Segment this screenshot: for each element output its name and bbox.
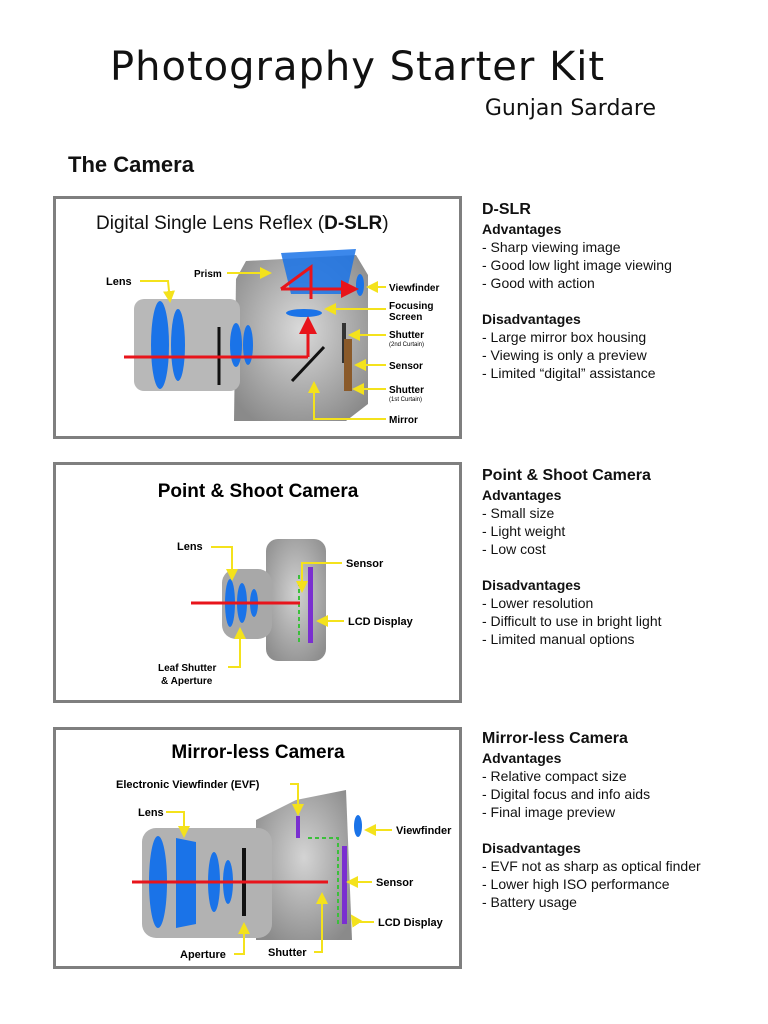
ml-aperture-arrow [234,922,250,955]
focusing-label-line-2: Screen [389,312,422,323]
ml-evf-arrow [290,783,304,816]
ml-disadvantages-heading: Disadvantages [482,840,581,856]
dslr-disadvantage-item: - Viewing is only a preview [482,347,647,363]
ml-eyepiece-lens [354,815,362,837]
dslr-description: D-SLR Advantages - Sharp viewing image -… [482,200,752,382]
mirrorless-body [256,790,352,940]
prism-shape [281,249,356,294]
sensor-shape [344,339,352,391]
dslr-disadvantages-heading: Disadvantages [482,311,581,327]
eyepiece-lens [356,274,364,296]
lens-arrow [140,280,175,303]
lens-element-3 [230,323,242,367]
dslr-diagram-panel: Digital Single Lens Reflex (D-SLR) Lens … [53,196,462,439]
point-shoot-diagram: Point & Shoot Camera Lens Sensor LCD Dis… [158,481,414,687]
ml-disadvantage-item: - EVF not as sharp as optical finder [482,858,701,874]
ps-sensor-label: Sensor [346,558,384,570]
ps-disadvantage-item: - Difficult to use in bright light [482,613,662,629]
ml-lcd-display [342,846,347,924]
ml-advantage-item: - Final image preview [482,804,616,820]
ps-leaf-label-1: Leaf Shutter [158,663,216,674]
ps-advantage-item: - Low cost [482,541,546,557]
author-name: Gunjan Sardare [484,96,656,121]
ps-advantage-item: - Light weight [482,523,566,539]
mirror-arrow [308,381,386,420]
dslr-name: D-SLR [482,201,531,218]
ps-lens-arrow [211,546,238,581]
dslr-advantage-item: - Good with action [482,275,595,291]
mirrorless-diagram-title: Mirror-less Camera [171,742,345,763]
shutter-2nd-label: Shutter [389,330,424,341]
ps-lcd-display [308,567,313,643]
shutter-1st-note: (1st Curtain) [389,397,422,403]
dslr-diagram-title: Digital Single Lens Reflex (D-SLR) [96,213,389,234]
dslr-advantages-heading: Advantages [482,221,562,237]
point-shoot-body [266,539,326,661]
point-shoot-diagram-title: Point & Shoot Camera [158,481,359,502]
dslr-lens-barrel [134,299,240,391]
ps-disadvantages-heading: Disadvantages [482,577,581,593]
mirrorless-description: Mirror-less Camera Advantages - Relative… [482,729,752,911]
point-shoot-diagram-panel: Point & Shoot Camera Lens Sensor LCD Dis… [53,462,462,703]
dslr-disadvantage-item: - Limited “digital” assistance [482,365,656,381]
ml-advantages-heading: Advantages [482,750,562,766]
mirror-line [290,345,326,383]
ps-lcd-label: LCD Display [348,616,414,628]
ps-leaf-label-2: & Aperture [161,676,213,687]
ps-disadvantage-item: - Lower resolution [482,595,594,611]
ml-evf-screen [296,816,300,838]
dslr-diagram: Digital Single Lens Reflex (D-SLR) Lens … [96,213,439,426]
lens-element-4 [243,325,253,365]
ml-shutter-label: Shutter [268,947,307,959]
prism-label: Prism [194,269,222,280]
dslr-advantage-item: - Sharp viewing image [482,239,621,255]
ps-lens-label: Lens [177,541,203,553]
focusing-label-line-1: Focusing [389,301,433,312]
ml-shutter-arrow [314,892,328,953]
page-title: Photography Starter Kit [110,44,606,90]
sensor-label: Sensor [389,361,423,372]
point-shoot-name: Point & Shoot Camera [482,467,651,484]
ml-lens-arrow [166,811,190,838]
lens-element-2 [171,309,185,381]
ml-disadvantage-item: - Lower high ISO performance [482,876,670,892]
ml-lens-label: Lens [138,807,164,819]
ps-advantage-item: - Small size [482,505,555,521]
point-shoot-description: Point & Shoot Camera Advantages - Small … [482,466,752,648]
front-lens-element [151,301,169,389]
viewfinder-label: Viewfinder [389,283,439,294]
ml-aperture-label: Aperture [180,949,226,961]
ps-advantages-heading: Advantages [482,487,562,503]
ml-sensor-dots [308,837,339,926]
mirrorless-name: Mirror-less Camera [482,730,628,747]
ml-lcd-arrow [350,914,374,928]
ml-viewfinder-label: Viewfinder [396,825,452,837]
mirror-label: Mirror [389,415,418,426]
ps-leaf-arrow [228,627,246,668]
dslr-advantage-item: - Good low light image viewing [482,257,672,273]
ps-sensor-arrow [296,562,342,593]
ml-sensor-label: Sensor [376,877,414,889]
ml-disadvantage-item: - Battery usage [482,894,577,910]
ml-advantage-item: - Digital focus and info aids [482,786,651,802]
dslr-body [234,255,368,421]
focusing-screen-shape [286,309,322,317]
ml-lcd-label: LCD Display [378,917,444,929]
mirrorless-diagram-panel: Mirror-less Camera Electronic Viewfinder… [53,727,462,969]
shutter-2nd-note: (2nd Curtain) [389,342,424,348]
shutter-1st-label: Shutter [389,385,424,396]
ml-evf-label: Electronic Viewfinder (EVF) [116,779,260,791]
ml-advantage-item: - Relative compact size [482,768,627,784]
section-heading: The Camera [68,152,194,177]
mirrorless-diagram: Mirror-less Camera Electronic Viewfinder… [116,742,452,961]
lens-label: Lens [106,276,132,288]
dslr-disadvantage-item: - Large mirror box housing [482,329,647,345]
ps-disadvantage-item: - Limited manual options [482,631,635,647]
